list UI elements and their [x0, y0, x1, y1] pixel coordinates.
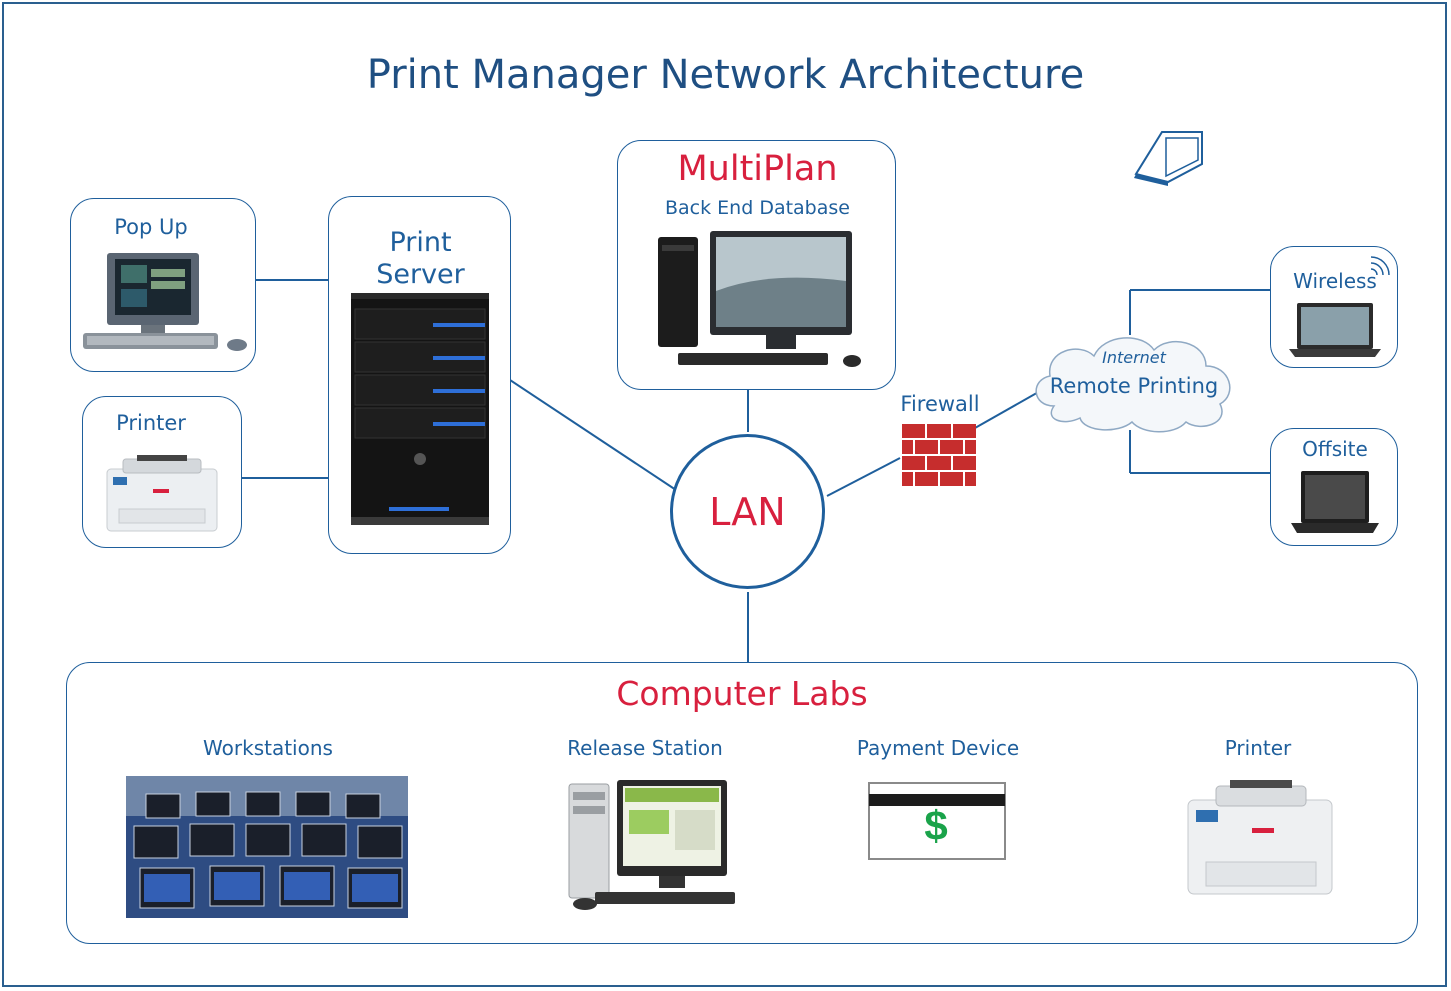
multiplan-node: MultiPlan Back End Database — [617, 140, 896, 390]
release-station-image — [568, 780, 735, 910]
laptop-outline-icon — [1134, 131, 1203, 186]
lan-label: LAN — [709, 490, 786, 534]
printer-left-node: Printer — [82, 396, 242, 548]
lan-hub — [670, 434, 825, 589]
print-server-label-line2: Server — [376, 259, 465, 290]
computer-labs-title: Computer Labs — [616, 674, 868, 713]
cloud-icon — [1035, 337, 1231, 433]
popup-label: Pop Up — [114, 215, 188, 239]
payment-card-icon — [868, 782, 1006, 860]
print-server-node: Print Server — [328, 196, 511, 554]
server-tower-icon — [351, 293, 489, 525]
lab-printer-image — [1187, 780, 1333, 895]
dollar-symbol: $ — [924, 802, 948, 849]
multiplan-title: MultiPlan — [677, 149, 838, 189]
wireless-node: Wireless — [1270, 246, 1398, 368]
print-server-label-line1: Print — [389, 227, 452, 258]
printer-icon — [106, 455, 218, 532]
offsite-label: Offsite — [1302, 437, 1368, 461]
payment-device-label: Payment Device — [856, 736, 1020, 760]
offsite-node: Offsite — [1270, 428, 1398, 546]
printer-label: Printer — [1224, 736, 1292, 760]
workstations-image — [126, 776, 408, 918]
page-title: Print Manager Network Architecture — [366, 52, 1085, 98]
firewall-icon — [902, 424, 976, 486]
release-station-label: Release Station — [567, 736, 723, 760]
wireless-laptop-icon — [1289, 256, 1390, 357]
multiplan-subtitle: Back End Database — [665, 197, 850, 219]
printer-left-label: Printer — [116, 411, 186, 435]
firewall-label: Firewall — [900, 392, 980, 416]
database-desktop-icon — [658, 231, 861, 367]
workstations-label: Workstations — [203, 736, 333, 760]
popup-node: Pop Up — [70, 198, 256, 372]
offsite-laptop-icon — [1291, 471, 1379, 533]
desktop-computer-icon — [83, 253, 247, 351]
remote-printing-label: Remote Printing — [1049, 374, 1219, 398]
internet-label: Internet — [1102, 348, 1166, 367]
wireless-label: Wireless — [1293, 269, 1377, 293]
